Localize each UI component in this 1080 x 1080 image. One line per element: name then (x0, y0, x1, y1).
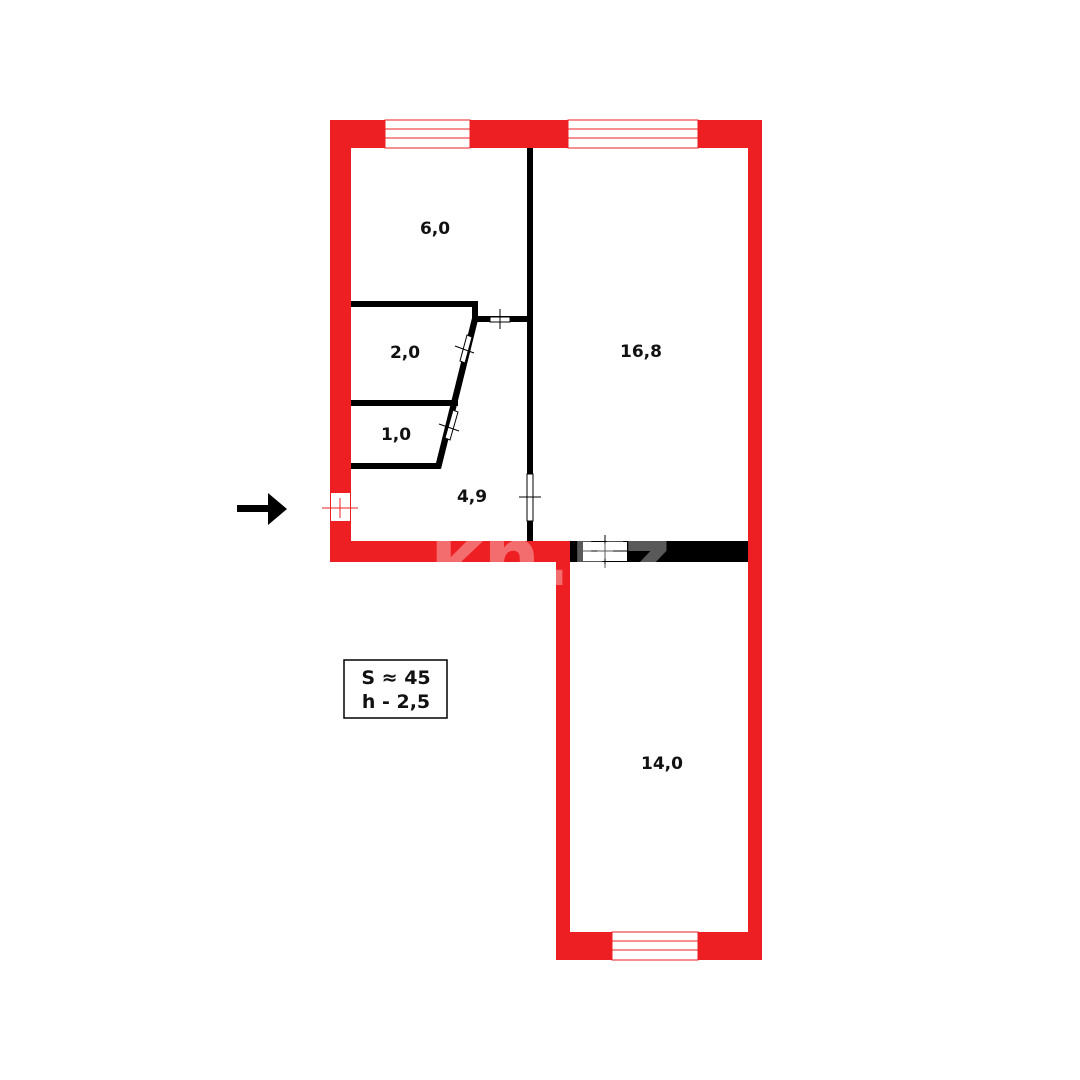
total-area: S ≈ 45 (361, 667, 430, 689)
summary-box: S ≈ 45 h - 2,5 (343, 659, 448, 719)
entrance-arrow-icon (237, 493, 287, 525)
room-area-label: 1,0 (381, 425, 411, 445)
watermark-logo: kn.kz (430, 511, 670, 604)
ceiling-height: h - 2,5 (362, 691, 430, 713)
window-bottom (611, 931, 699, 961)
entrance-door (322, 493, 358, 521)
door-top-room (489, 309, 511, 329)
room-area-label: 16,8 (620, 342, 662, 362)
door-bottom-room (583, 535, 627, 568)
room-area-label: 14,0 (641, 754, 683, 774)
windows (384, 119, 699, 961)
door-large-room (519, 473, 541, 522)
room-area-label: 2,0 (390, 343, 420, 363)
window-top-left (384, 119, 471, 149)
room-area-label: 6,0 (420, 219, 450, 239)
door-small-2 (438, 409, 460, 441)
room-area-label: 4,9 (457, 487, 487, 507)
doors (322, 309, 627, 568)
window-top-right (567, 119, 699, 149)
door-small-1 (454, 334, 475, 364)
